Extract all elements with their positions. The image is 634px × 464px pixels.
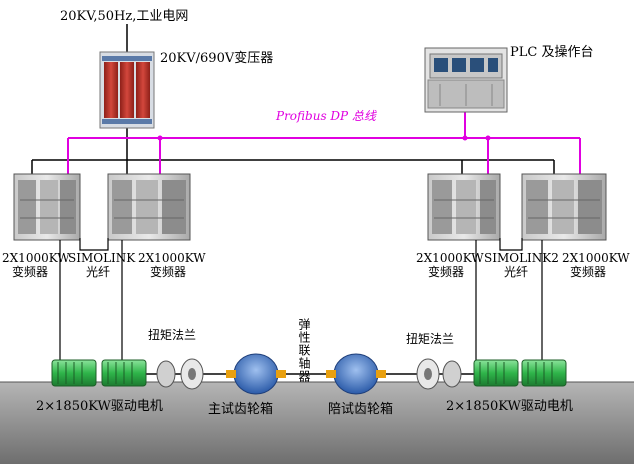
drive-motor-left-2: [101, 359, 147, 387]
simolink-fiber-left: [79, 238, 109, 251]
inverter-2-label: 2X1000KW: [138, 251, 206, 265]
profibus-label: Profibus DP 总线: [276, 109, 376, 123]
elastic-coupling-label: 弹性联轴器: [297, 318, 311, 383]
inverter-cabinet-4: [521, 173, 607, 241]
grid-label: 20KV,50Hz,工业电网: [60, 9, 189, 24]
plc-console: [424, 47, 508, 113]
right-motor-label: 2×1850KW驱动电机: [446, 399, 573, 414]
ground-floor: [0, 382, 634, 464]
torque-flange-left-label: 扭矩法兰: [148, 328, 197, 342]
transformer: [99, 51, 155, 129]
torque-flange-right-label: 扭矩法兰: [406, 332, 455, 346]
companion-gearbox-label: 陪试齿轮箱: [328, 402, 394, 417]
torque-flange-left: [156, 358, 204, 390]
fiber-right-label: 光纤: [504, 265, 529, 279]
inverter-1-label: 2X1000KW: [2, 251, 70, 265]
left-motor-label: 2×1850KW驱动电机: [36, 399, 163, 414]
profibus-node-plc: [462, 135, 468, 141]
drive-motor-left-1: [51, 359, 97, 387]
profibus-node-2: [485, 135, 491, 141]
inverter-1-sub: 变频器: [12, 265, 49, 279]
drive-motor-right-2: [521, 359, 567, 387]
inverter-2-sub: 变频器: [150, 265, 187, 279]
simolink-left-label: SIMOLINK: [68, 251, 136, 265]
inverter-4-label: 2X1000KW: [562, 251, 630, 265]
main-gearbox-label: 主试齿轮箱: [208, 402, 274, 417]
drive-motor-right-1: [473, 359, 519, 387]
inverter-3-label: 2X1000KW: [416, 251, 484, 265]
inverter-cabinet-2: [107, 173, 191, 241]
companion-gearbox: [326, 353, 386, 395]
plc-label: PLC 及操作台: [510, 45, 594, 60]
inverter-cabinet-3: [427, 173, 501, 241]
fiber-left-label: 光纤: [86, 265, 111, 279]
transformer-label: 20KV/690V变压器: [160, 51, 274, 66]
main-gearbox: [226, 353, 286, 395]
simolink-right-label: SIMOLINK2: [484, 251, 559, 265]
torque-flange-right: [416, 358, 462, 390]
inverter-4-sub: 变频器: [570, 265, 607, 279]
inverter-3-sub: 变频器: [428, 265, 465, 279]
inverter-cabinet-1: [13, 173, 81, 241]
simolink-fiber-right: [499, 238, 523, 251]
profibus-node-1: [157, 135, 163, 141]
